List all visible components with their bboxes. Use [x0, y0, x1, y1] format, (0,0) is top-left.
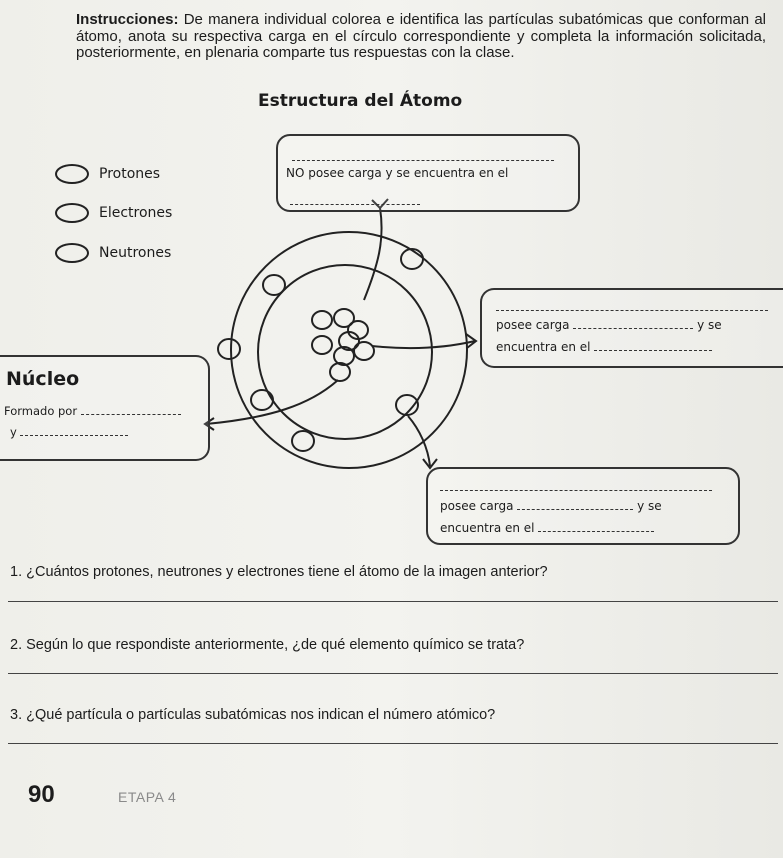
nucleus-particle — [333, 346, 355, 366]
arrow-top — [363, 207, 383, 301]
answer-circle[interactable] — [55, 203, 89, 223]
box-right-label1: posee carga — [496, 318, 570, 332]
instructions: Instrucciones: De manera individual colo… — [76, 11, 766, 62]
option-label: Protones — [99, 166, 161, 182]
option-neutrones[interactable]: Neutrones — [55, 243, 171, 263]
answer-line[interactable] — [517, 509, 634, 510]
answer-line[interactable] — [573, 328, 694, 329]
box-right-line2: encuentra en el — [496, 340, 713, 354]
answer-line[interactable] — [440, 480, 712, 494]
inner-orbit — [257, 264, 433, 440]
nucleus-particle — [311, 310, 333, 330]
nucleus-particle — [329, 362, 351, 382]
nucleus-particle — [353, 341, 375, 361]
answer-line-3[interactable] — [8, 743, 778, 744]
nucleus-line2: y — [10, 425, 129, 439]
box-bottom-line1: posee carga y se — [440, 499, 662, 513]
answer-line[interactable] — [292, 150, 554, 164]
arrowhead — [465, 333, 478, 349]
nucleus-label1: Formado por — [4, 404, 78, 418]
nucleus-label2: y — [10, 425, 17, 439]
nucleus-particle — [311, 335, 333, 355]
electron — [395, 394, 419, 416]
box-right-label2: encuentra en el — [496, 340, 591, 354]
answer-line[interactable] — [20, 435, 129, 436]
arrowhead — [371, 198, 389, 210]
outer-orbit — [230, 231, 468, 469]
box-bottom-label2: encuentra en el — [440, 521, 535, 535]
answer-line-1[interactable] — [8, 601, 778, 602]
box-bottom-label1: posee carga — [440, 499, 514, 513]
answer-line[interactable] — [594, 350, 713, 351]
answer-line[interactable] — [538, 531, 655, 532]
answer-line[interactable] — [80, 414, 181, 415]
box-neutron-info — [276, 134, 580, 212]
box-right-line1: posee carga y se — [496, 318, 722, 332]
instructions-text: De manera individual colorea e identific… — [76, 11, 766, 61]
etapa-label: ETAPA 4 — [118, 789, 177, 805]
page-number: 90 — [28, 781, 55, 808]
answer-line[interactable] — [290, 194, 420, 208]
option-label: Electrones — [99, 205, 173, 221]
option-electrones[interactable]: Electrones — [55, 203, 172, 223]
arrow-bottom — [407, 415, 431, 467]
box-right-label1-end: y se — [697, 318, 722, 332]
answer-circle[interactable] — [55, 243, 89, 263]
electron — [217, 338, 241, 360]
box-nucleus — [0, 355, 210, 461]
arrowhead — [422, 458, 438, 470]
box-bottom-label1-end: y se — [637, 499, 662, 513]
question-3: 3. ¿Qué partícula o partículas subatómic… — [10, 707, 496, 723]
electron — [250, 389, 274, 411]
option-protones[interactable]: Protones — [55, 164, 160, 184]
nucleus-title: Núcleo — [6, 368, 80, 390]
answer-line-2[interactable] — [8, 673, 778, 674]
arrow-right — [371, 340, 476, 350]
nucleus-line1: Formado por — [4, 404, 181, 418]
box-proton-info — [426, 467, 740, 545]
electron — [262, 274, 286, 296]
nucleus-particle — [333, 308, 355, 328]
question-2: 2. Según lo que respondiste anteriorment… — [10, 637, 525, 653]
electron — [291, 430, 315, 452]
arrow-left — [205, 379, 339, 425]
diagram-title: Estructura del Átomo — [258, 91, 463, 111]
nucleus-particle — [338, 331, 360, 351]
box-bottom-line2: encuentra en el — [440, 521, 655, 535]
answer-line[interactable] — [496, 300, 768, 314]
electron — [400, 248, 424, 270]
answer-circle[interactable] — [55, 164, 89, 184]
arrowhead — [203, 417, 215, 431]
option-label: Neutrones — [99, 245, 172, 261]
instructions-label: Instrucciones: — [76, 11, 179, 28]
box-top-text: NO posee carga y se encuentra en el — [286, 166, 509, 180]
question-1: 1. ¿Cuántos protones, neutrones y electr… — [10, 564, 548, 580]
